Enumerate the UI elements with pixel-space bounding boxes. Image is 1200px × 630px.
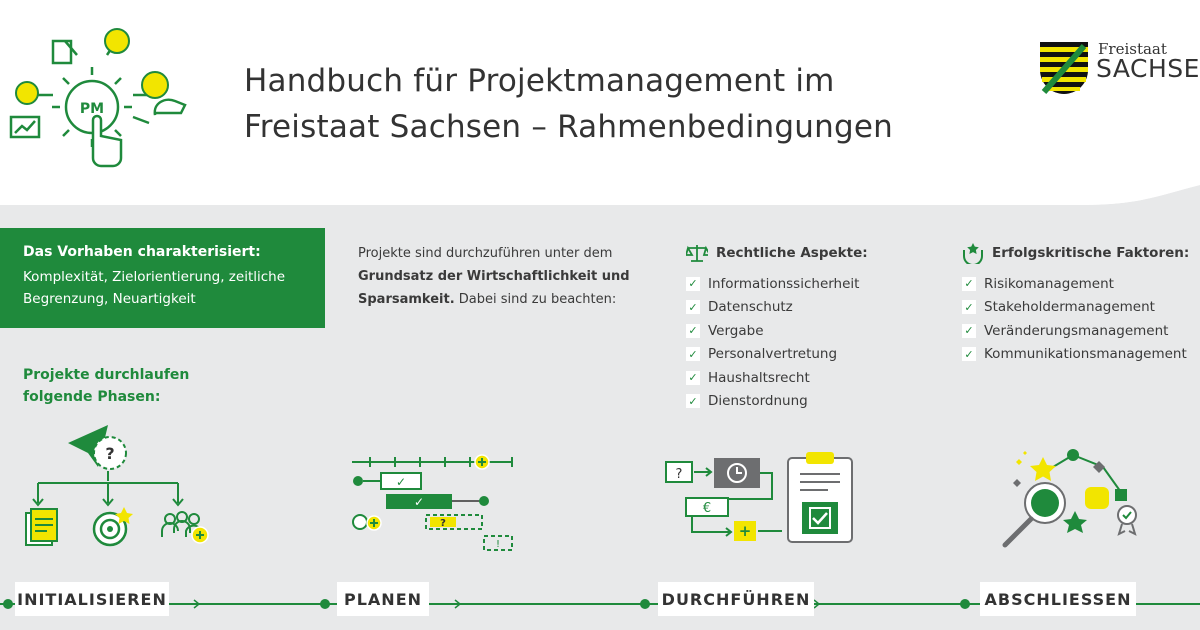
list-item-label: Personalvertretung: [708, 346, 838, 363]
list-item: ✓ Stakeholdermanagement: [962, 296, 1189, 320]
svg-text:!: !: [496, 539, 500, 550]
list-item: ✓ Haushaltsrecht: [686, 366, 868, 390]
check-icon: ✓: [686, 370, 700, 385]
legal-column: Rechtliche Aspekte: ✓ Informationssicherh…: [686, 240, 868, 413]
intro-box-title: Das Vorhaben charakterisiert:: [23, 244, 261, 260]
target-icon: [92, 507, 133, 547]
clipboard-icon: [787, 452, 853, 543]
execute-illustration: ? € +: [665, 452, 853, 543]
phase-initialisieren: INITIALISIEREN: [15, 582, 169, 616]
saxony-logo: Freistaat SACHSEN: [1038, 40, 1200, 100]
execute-question: ?: [676, 467, 683, 482]
check-icon: ✓: [962, 300, 976, 315]
phase-durchfuehren: DURCHFÜHREN: [658, 582, 814, 616]
list-item-label: Risikomanagement: [984, 275, 1114, 292]
page-title: Handbuch für Projektmanagement im Freist…: [244, 58, 1004, 150]
logo-text-top: Freistaat: [1098, 40, 1167, 58]
success-column: Erfolgskritische Faktoren: ✓ Risikomanage…: [962, 240, 1189, 366]
gantt-icon: ✓ ✓ ? !: [352, 454, 513, 551]
list-item-label: Stakeholdermanagement: [984, 299, 1155, 316]
principle-pre: Projekte sind durchzuführen unter dem: [358, 246, 613, 261]
gantt-question: ?: [440, 518, 446, 529]
clock-icon: [727, 463, 747, 483]
phases-intro-line-2: folgende Phasen:: [23, 389, 161, 405]
principle-bold: Grundsatz der Wirtschaftlichkeit und Spa…: [358, 269, 630, 307]
list-item: ✓ Veränderungsmanagement: [962, 319, 1189, 343]
gantt-check-2: ✓: [414, 495, 424, 509]
phase-abschliessen: ABSCHLIESSEN: [980, 582, 1136, 616]
check-icon: ✓: [686, 300, 700, 315]
title-line-2: Freistaat Sachsen – Rahmenbedingungen: [244, 109, 893, 145]
list-item: ✓ Datenschutz: [686, 296, 868, 320]
list-item-label: Veränderungsmanagement: [984, 322, 1169, 339]
list-item: ✓ Dienstordnung: [686, 390, 868, 414]
gantt-check-1: ✓: [396, 475, 406, 489]
list-item: ✓ Kommunikationsmanagement: [962, 343, 1189, 367]
header: PM Handbuch für Projektmanagement im Fre…: [0, 0, 1200, 205]
coat-of-arms-icon: [1040, 42, 1088, 94]
list-item-label: Kommunikationsmanagement: [984, 346, 1187, 363]
document-icon: [25, 508, 58, 546]
magnifier-icon: [1002, 482, 1066, 548]
success-heading-text: Erfolgskritische Faktoren:: [992, 245, 1190, 261]
success-heading: Erfolgskritische Faktoren:: [962, 240, 1189, 266]
list-item: ✓ Personalvertretung: [686, 343, 868, 367]
paper-plane-icon: ?: [68, 425, 127, 470]
legal-heading: Rechtliche Aspekte:: [686, 240, 868, 266]
list-item-label: Informationssicherheit: [708, 275, 860, 292]
success-list: ✓ Risikomanagement ✓ Stakeholdermanagement…: [962, 272, 1189, 366]
pm-badge-text: PM: [80, 101, 104, 117]
team-icon: [161, 511, 209, 544]
check-icon: ✓: [686, 276, 700, 291]
legal-heading-text: Rechtliche Aspekte:: [716, 245, 868, 261]
close-illustration: [1002, 449, 1137, 548]
phase-planen: PLANEN: [337, 582, 429, 616]
pie-chart-icon: [141, 71, 169, 99]
check-icon: ✓: [962, 323, 976, 338]
list-item-label: Vergabe: [708, 322, 764, 339]
scale-icon: [686, 245, 708, 262]
award-icon: [1117, 505, 1137, 525]
phases-intro-line-1: Projekte durchlaufen: [23, 367, 190, 383]
check-icon: ✓: [686, 347, 700, 362]
title-line-1: Handbuch für Projektmanagement im: [244, 63, 835, 99]
logo-text-bottom: SACHSEN: [1096, 54, 1200, 83]
person-star-icon: [963, 243, 983, 264]
list-item: ✓ Vergabe: [686, 319, 868, 343]
list-item-label: Datenschutz: [708, 299, 793, 316]
intro-box: Das Vorhaben charakterisiert: Komplexitä…: [0, 228, 325, 328]
legal-list: ✓ Informationssicherheit ✓ Datenschutz ✓ Ve…: [686, 272, 868, 413]
list-item-label: Dienstordnung: [708, 393, 808, 410]
initialize-illustration: ?: [25, 425, 209, 547]
list-item: ✓ Risikomanagement: [962, 272, 1189, 296]
principle-post: Dabei sind zu beachten:: [454, 292, 617, 307]
header-divider: [0, 185, 1200, 215]
principle-text: Projekte sind durchzuführen unter dem Gr…: [358, 242, 658, 311]
list-item-label: Haushaltsrecht: [708, 369, 810, 386]
check-icon: ✓: [962, 276, 976, 291]
euro-sign: €: [703, 501, 711, 516]
pm-gear-icon: PM: [9, 28, 187, 168]
check-icon: ✓: [686, 394, 700, 409]
question-mark: ?: [105, 444, 114, 463]
intro-box-body: Komplexität, Zielorientierung, zeitliche…: [23, 269, 286, 307]
check-icon: ✓: [962, 347, 976, 362]
lightbulb-icon: [104, 28, 130, 54]
phases-intro: Projekte durchlaufen folgende Phasen:: [23, 364, 223, 408]
check-icon: ✓: [686, 323, 700, 338]
list-item: ✓ Informationssicherheit: [686, 272, 868, 296]
plus-sign: +: [739, 522, 752, 540]
